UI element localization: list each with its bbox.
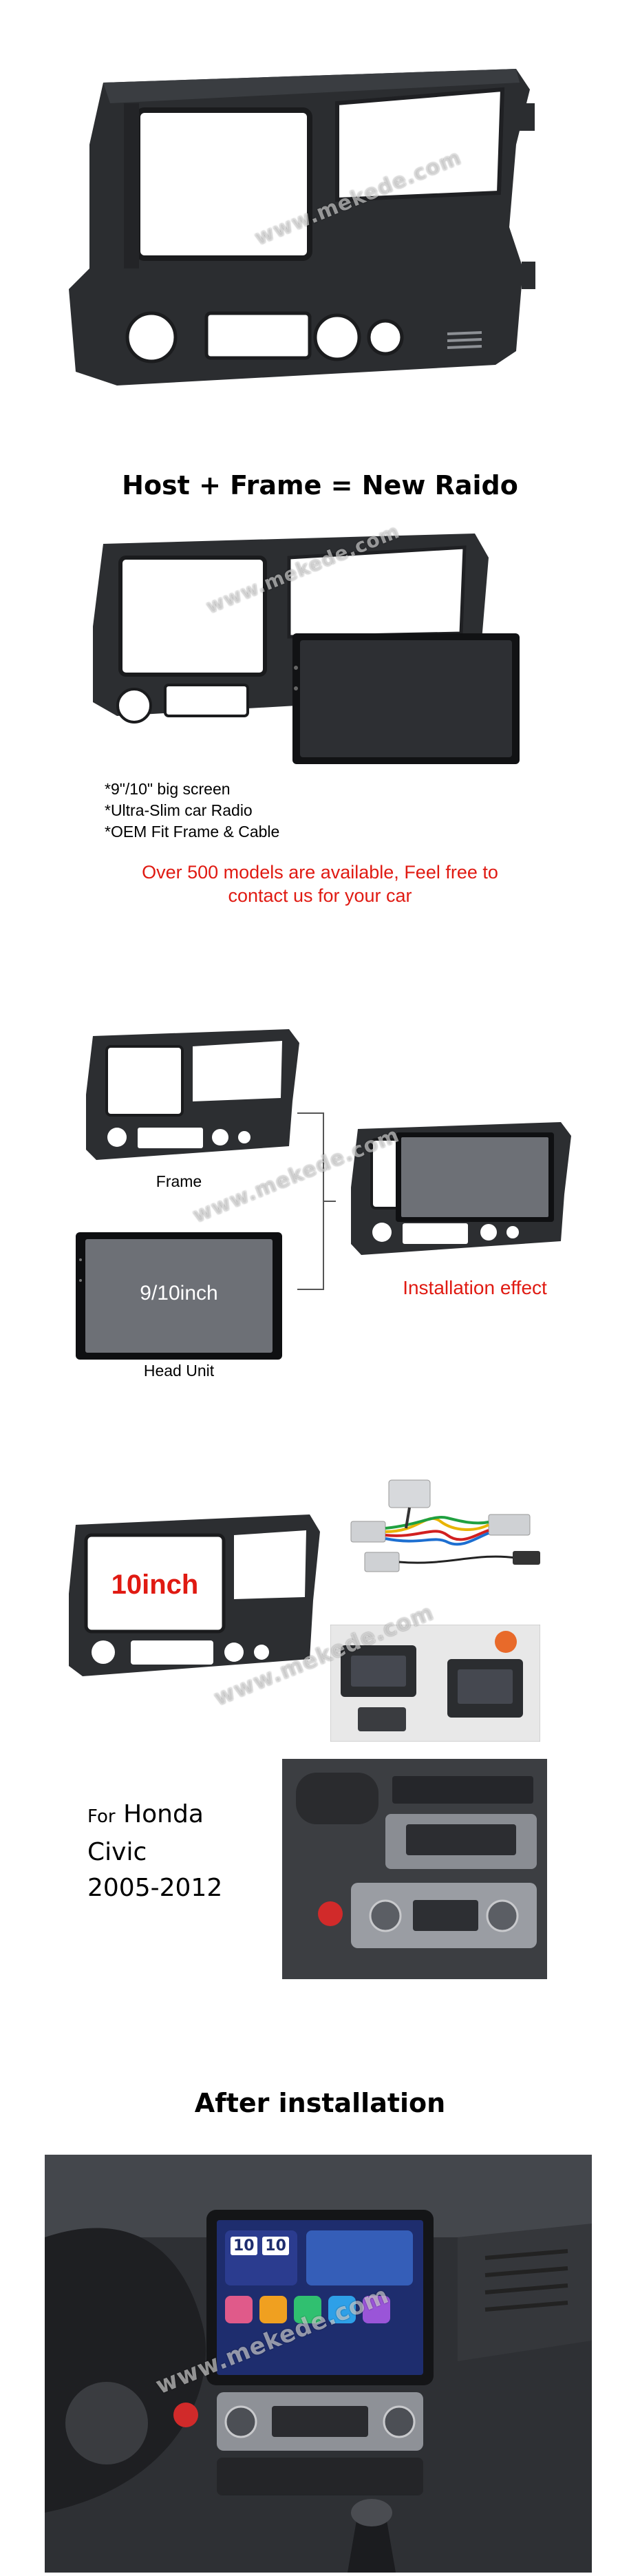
screen-clock: 10 10 (231, 2237, 289, 2255)
original-dashboard-photo (282, 1759, 547, 1979)
frame-screen-size-label: 10inch (111, 1570, 199, 1600)
feature-list: *9"/10" big screen *Ultra-Slim car Radio… (105, 779, 279, 843)
installation-effect-image (348, 1119, 575, 1260)
vehicle-model-title: For Honda Civic 2005-2012 (87, 1797, 222, 1906)
feature-item: *9"/10" big screen (105, 780, 231, 798)
availability-note-line: Over 500 models are available, Feel free… (142, 862, 498, 883)
feature-item: *Ultra-Slim car Radio (105, 801, 253, 819)
installation-effect-label: Installation effect (403, 1277, 547, 1298)
availability-note: Over 500 models are available, Feel free… (0, 861, 640, 907)
vehicle-brand: Honda (123, 1800, 204, 1828)
connector-closeup-image (330, 1624, 541, 1742)
clock-minute: 10 (262, 2237, 289, 2255)
vehicle-model: Civic (87, 1838, 147, 1866)
frame-label: Frame (156, 1172, 202, 1190)
vehicle-years: 2005-2012 (87, 1874, 223, 1902)
wiring-harness-image (337, 1470, 592, 1625)
section-heading-after-installation: After installation (194, 2088, 446, 2118)
head-unit-thumbnail: 9/10inch (76, 1232, 282, 1360)
head-unit-screen-label: 9/10inch (140, 1282, 218, 1305)
host-frame-image: www.mekede.com (89, 520, 530, 778)
bracket-connector (296, 1112, 337, 1291)
clock-hour: 10 (231, 2237, 257, 2255)
frame-10inch-image: 10inch (65, 1511, 323, 1683)
after-installation-photo: 10 10 www.mekede.com (45, 2155, 592, 2573)
section-heading-host-frame: Host + Frame = New Raido (122, 470, 518, 500)
head-unit-label: Head Unit (143, 1362, 215, 1380)
vehicle-prefix: For (87, 1806, 116, 1827)
availability-note-line: contact us for your car (228, 885, 412, 906)
feature-item: *OEM Fit Frame & Cable (105, 823, 280, 841)
frame-thumbnail (83, 1026, 303, 1167)
hero-frame-image: www.mekede.com (62, 62, 544, 406)
